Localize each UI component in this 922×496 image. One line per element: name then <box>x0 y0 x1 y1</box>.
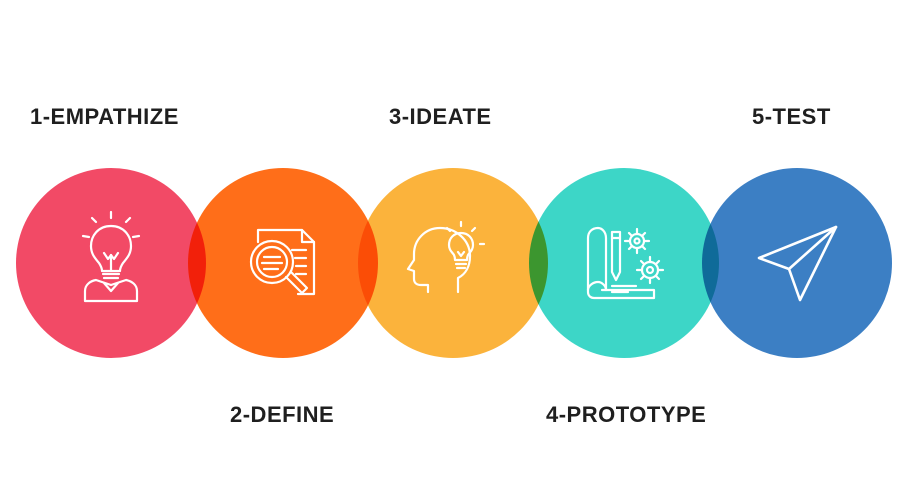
lightbulb-person-icon <box>81 210 141 303</box>
head-lightbulb-icon <box>406 220 486 294</box>
paper-plane-icon <box>757 225 838 302</box>
stage-2-label: 2-DEFINE <box>230 402 335 427</box>
stage-1-label: 1-EMPATHIZE <box>30 104 179 129</box>
stage-4-label: 4-PROTOTYPE <box>546 402 707 427</box>
document-magnifier-icon <box>249 228 316 296</box>
stage-5-label: 5-TEST <box>752 104 831 129</box>
stage-4-circle <box>529 168 719 358</box>
blueprint-gears-icon <box>586 226 665 300</box>
stage-3-label: 3-IDEATE <box>389 104 492 129</box>
stage-3-circle <box>358 168 548 358</box>
